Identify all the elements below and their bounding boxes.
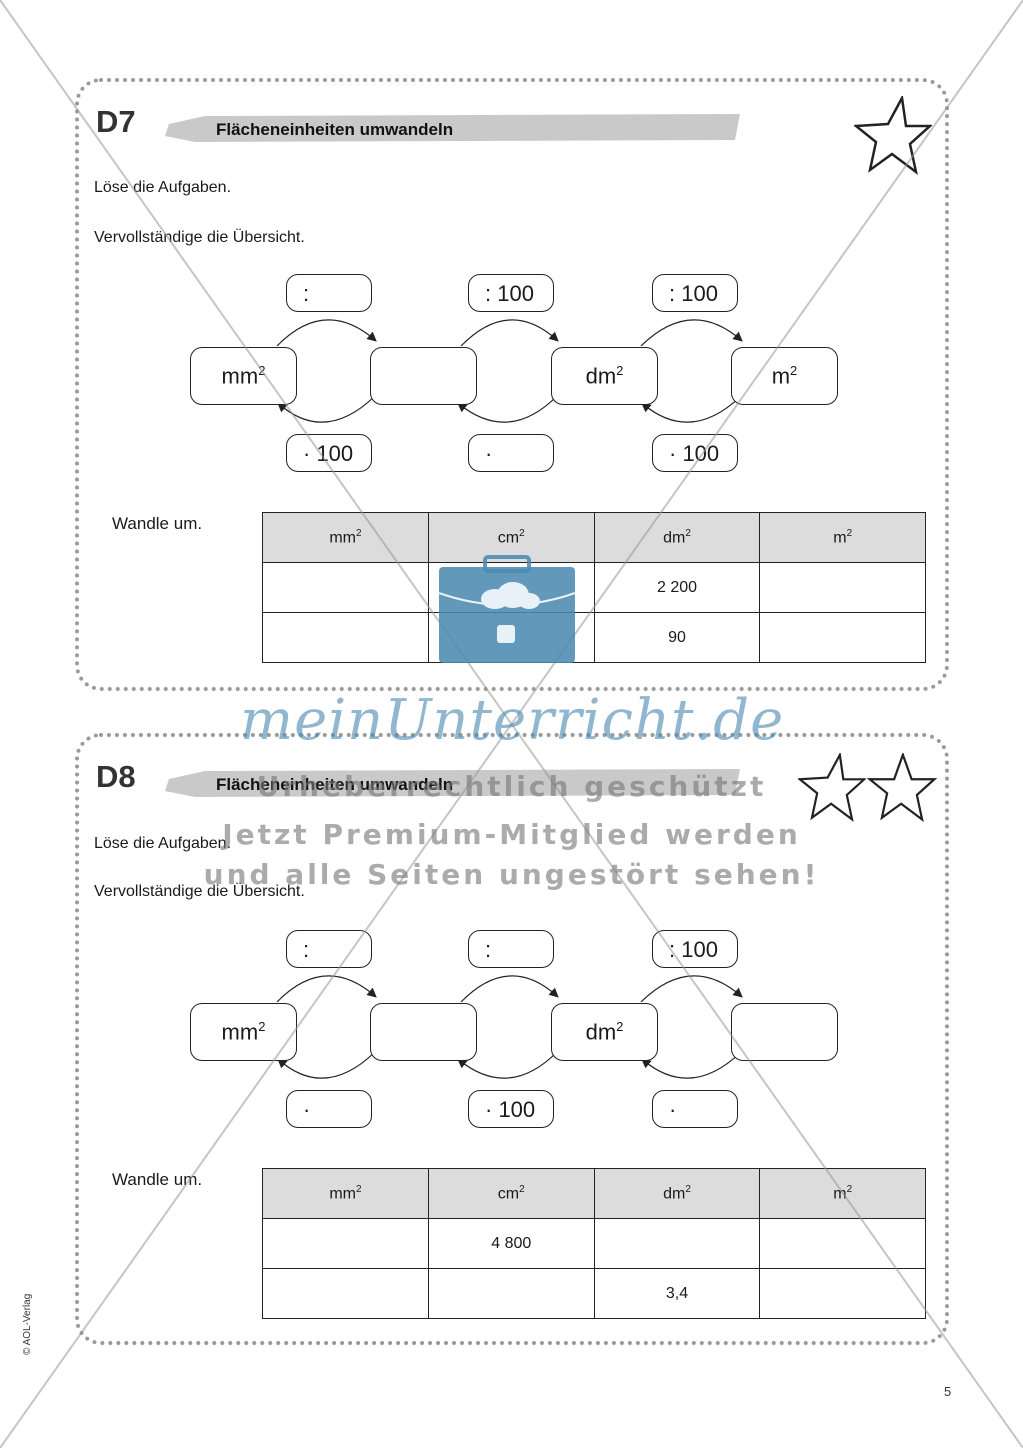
unit-box-4[interactable]: m2 — [731, 347, 838, 405]
table-cell[interactable] — [759, 1268, 926, 1319]
table-header-row: mm2 cm2 dm2 m2 — [262, 1168, 926, 1219]
convert-label: Wandle um. — [112, 514, 203, 533]
table-row: 2 200 — [262, 562, 926, 613]
watermark-logo: meinUnterricht.de — [240, 688, 785, 753]
top-operator-1[interactable]: : — [286, 274, 372, 312]
table-cell[interactable]: 4 800 — [427, 1218, 595, 1269]
unit-box-2[interactable] — [370, 1003, 477, 1061]
watermark-copyright-line: Urheberrechtlich geschützt — [256, 770, 767, 803]
top-operator-3[interactable]: : 100 — [652, 274, 738, 312]
header-cell: m2 — [759, 512, 926, 563]
table-cell[interactable] — [759, 1218, 926, 1269]
conversion-table: mm2 cm2 dm2 m2 4 800 3,4 — [262, 1168, 926, 1319]
top-operator-2[interactable]: : — [468, 930, 554, 968]
unit-box-1[interactable]: mm2 — [190, 1003, 297, 1061]
exercise-code: D7 — [96, 104, 136, 139]
table-cell[interactable]: 3,4 — [593, 1268, 761, 1319]
header-cell: mm2 — [262, 512, 429, 563]
table-cell[interactable] — [262, 562, 429, 613]
copyright-notice: © AOL-Verlag — [22, 1293, 33, 1355]
watermark-view-line: und alle Seiten ungestört sehen! — [203, 858, 820, 891]
bottom-operator-1[interactable]: · — [286, 1090, 372, 1128]
header-cell: dm2 — [593, 1168, 761, 1219]
top-operator-1[interactable]: : — [286, 930, 372, 968]
instruction-complete: Vervollständige die Übersicht. — [94, 229, 305, 246]
bottom-operator-2[interactable]: · — [468, 434, 554, 472]
page-number: 5 — [944, 1384, 952, 1399]
table-cell[interactable]: 90 — [593, 612, 761, 663]
table-header-row: mm2 cm2 dm2 m2 — [262, 512, 926, 563]
top-operator-2[interactable]: : 100 — [468, 274, 554, 312]
header-cell: m2 — [759, 1168, 926, 1219]
unit-box-2[interactable] — [370, 347, 477, 405]
watermark-premium-line: Jetzt Premium-Mitglied werden — [222, 818, 801, 851]
table-row: 3,4 — [262, 1268, 926, 1319]
table-cell[interactable] — [262, 1218, 429, 1269]
star-icon — [854, 96, 932, 176]
instruction-solve: Löse die Aufgaben. — [94, 179, 232, 196]
table-row: 4 800 — [262, 1218, 926, 1269]
convert-label: Wandle um. — [112, 1170, 203, 1189]
table-cell[interactable] — [262, 612, 429, 663]
exercise-title: Flächeneinheiten umwandeln — [216, 120, 454, 139]
bottom-operator-3[interactable]: · 100 — [652, 434, 738, 472]
briefcase-cloud-icon — [438, 555, 576, 663]
conversion-table: mm2 cm2 dm2 m2 2 200 90 — [262, 512, 926, 663]
unit-box-3[interactable]: dm2 — [551, 347, 658, 405]
table-cell[interactable] — [593, 1218, 761, 1269]
top-operator-3[interactable]: : 100 — [652, 930, 738, 968]
table-cell[interactable] — [759, 612, 926, 663]
header-cell: cm2 — [427, 1168, 595, 1219]
bottom-operator-2[interactable]: · 100 — [468, 1090, 554, 1128]
header-cell: mm2 — [262, 1168, 429, 1219]
bottom-operator-1[interactable]: · 100 — [286, 434, 372, 472]
header-cell: dm2 — [593, 512, 761, 563]
table-row: 90 — [262, 612, 926, 663]
table-cell[interactable]: 2 200 — [593, 562, 761, 613]
unit-box-4[interactable] — [731, 1003, 838, 1061]
table-cell[interactable] — [427, 1268, 595, 1319]
unit-box-1[interactable]: mm2 — [190, 347, 297, 405]
bottom-operator-3[interactable]: · — [652, 1090, 738, 1128]
table-cell[interactable] — [759, 562, 926, 613]
table-cell[interactable] — [262, 1268, 429, 1319]
unit-box-3[interactable]: dm2 — [551, 1003, 658, 1061]
